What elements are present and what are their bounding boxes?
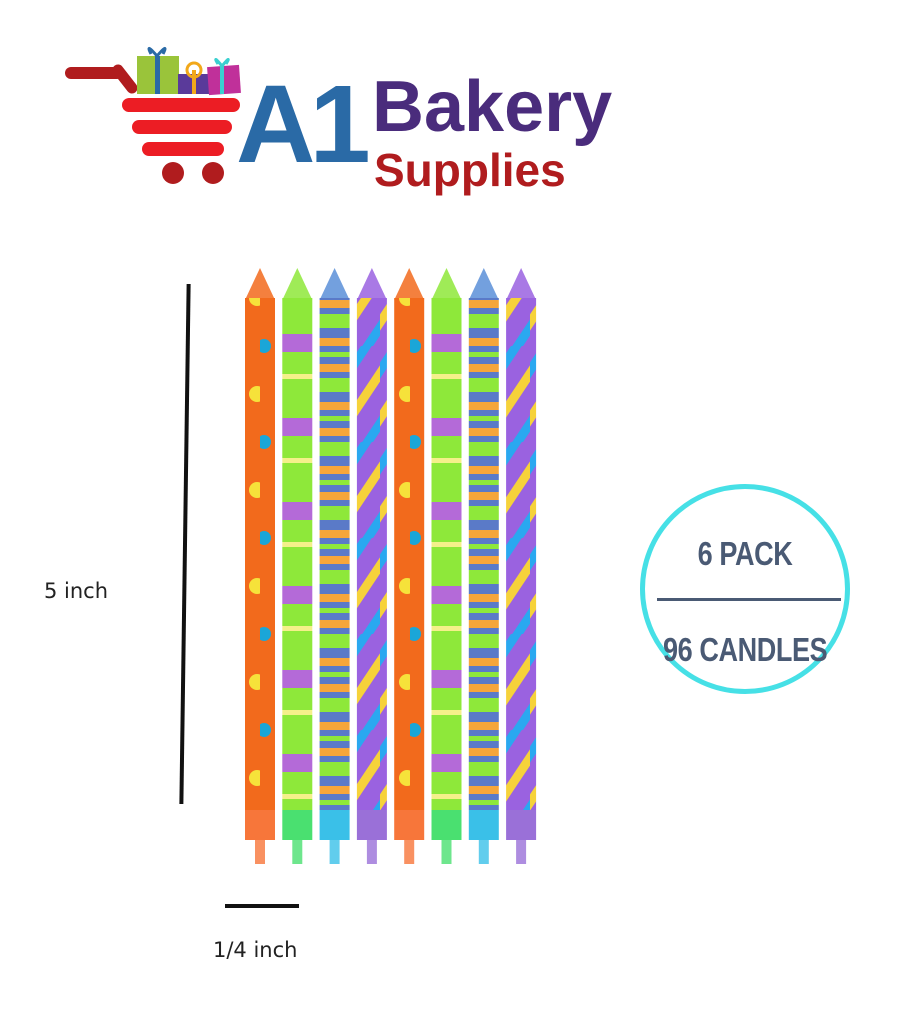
candle-spike (366, 840, 377, 864)
candle-body (468, 298, 499, 810)
candle-tip (245, 268, 275, 300)
shopping-cart-with-gifts-icon (65, 47, 241, 184)
candles-image (245, 268, 537, 864)
candle (431, 268, 462, 864)
height-dimension-line (179, 283, 191, 805)
candle-body (431, 298, 462, 810)
width-dimension-line (225, 904, 299, 908)
candle-holder (431, 810, 462, 840)
candle-tip (431, 268, 462, 300)
candle (245, 268, 275, 864)
width-dimension-label: 1/4 inch (213, 938, 298, 962)
candle-holder (282, 810, 313, 840)
candle (394, 268, 425, 864)
candle-holder (319, 810, 350, 840)
candle-spike (292, 840, 303, 864)
candle-holder (356, 810, 387, 840)
logo-bakery-text: Bakery (372, 67, 613, 147)
candle-body (506, 298, 537, 810)
candle (506, 268, 537, 864)
height-dimension-label: 5 inch (44, 579, 109, 603)
candle-tip (356, 268, 387, 300)
candle-tip (394, 268, 425, 300)
candle-count-text: 96 CANDLES (663, 631, 828, 668)
candle-spike (255, 840, 265, 864)
candle-holder (245, 810, 275, 840)
candle-tip (282, 268, 313, 300)
candle-body (319, 298, 350, 810)
candle-spike (329, 840, 340, 864)
candle (282, 268, 313, 864)
candle-body (282, 298, 313, 810)
logo-a1-text: A1 (236, 63, 371, 186)
candle-holder (506, 810, 537, 840)
candle (356, 268, 387, 864)
candle-spike (516, 840, 527, 864)
candle-spike (478, 840, 489, 864)
badge-divider (657, 598, 841, 601)
candle-body (394, 298, 425, 810)
candle-holder (394, 810, 425, 840)
candle-spike (404, 840, 415, 864)
candle (468, 268, 499, 864)
candle-body (245, 298, 275, 810)
candle-holder (468, 810, 499, 840)
candle-tip (506, 268, 537, 300)
logo: A1 Bakery Supplies (0, 0, 910, 200)
pack-count-badge: 6 PACK 96 CANDLES (640, 484, 850, 694)
logo-supplies-text: Supplies (374, 144, 566, 196)
candle-tip (319, 268, 350, 300)
pack-size-text: 6 PACK (697, 535, 793, 572)
candle-body (356, 298, 387, 810)
candle-tip (468, 268, 499, 300)
candle-spike (441, 840, 452, 864)
candle (319, 268, 350, 864)
